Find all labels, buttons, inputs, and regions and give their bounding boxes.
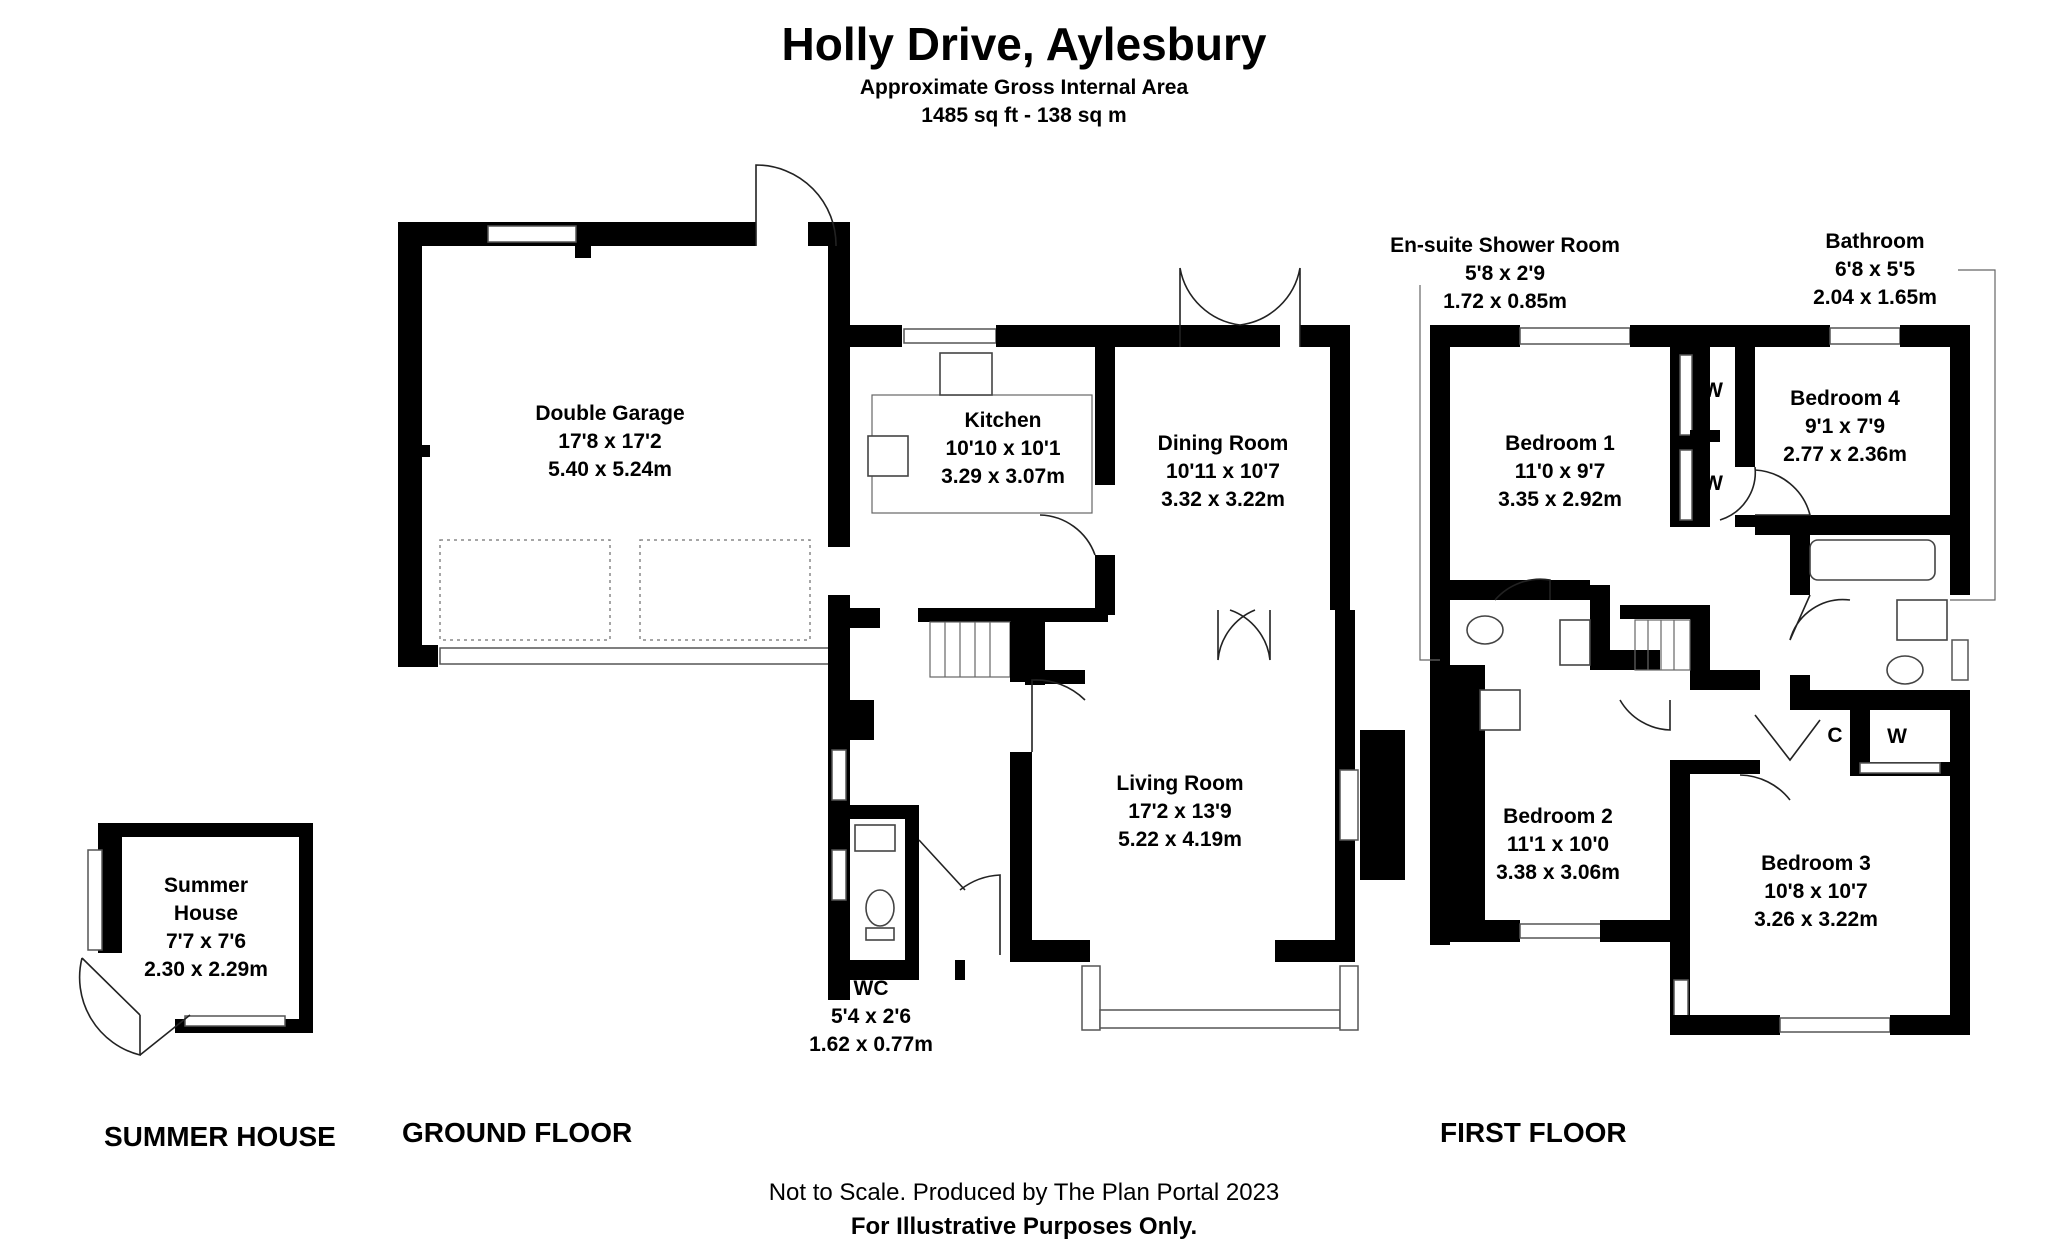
hob-icon — [867, 435, 909, 477]
ensuite-name: En-suite Shower Room — [1390, 234, 1620, 257]
living-room-imperial: 17'2 x 13'9 — [1128, 800, 1231, 823]
footer-credit: Not to Scale. Produced by The Plan Porta… — [769, 1179, 1280, 1206]
bedroom-1-name: Bedroom 1 — [1505, 432, 1615, 455]
double-garage-metric: 5.40 x 5.24m — [548, 458, 672, 481]
wc-imperial: 5'4 x 2'6 — [831, 1005, 911, 1028]
floor-label-summer-house: SUMMER HOUSE — [104, 1121, 336, 1152]
garage-door-icon — [755, 164, 837, 247]
bath-icon — [1809, 539, 1936, 581]
dining-room-imperial: 10'11 x 10'7 — [1166, 460, 1280, 483]
wc-name: WC — [854, 977, 889, 1000]
bathroom-basin-icon — [1896, 599, 1948, 641]
wardrobe-marker-3: W — [1887, 725, 1907, 748]
kitchen-name: Kitchen — [964, 409, 1041, 432]
dining-room-metric: 3.32 x 3.22m — [1161, 488, 1285, 511]
double-garage-name: Double Garage — [535, 402, 684, 425]
area-label: Approximate Gross Internal Area — [860, 76, 1189, 99]
area-value: 1485 sq ft - 138 sq m — [921, 104, 1126, 127]
wc-metric: 1.62 x 0.77m — [809, 1033, 933, 1056]
bathroom-name: Bathroom — [1825, 230, 1924, 253]
summer-house-name-2: House — [174, 902, 238, 925]
ground-floor-plan — [398, 164, 1405, 1031]
living-room-metric: 5.22 x 4.19m — [1118, 828, 1242, 851]
dining-french-doors-icon — [1179, 267, 1301, 347]
bedroom-2-name: Bedroom 2 — [1503, 805, 1613, 828]
shower-icon — [1479, 689, 1521, 731]
wardrobe-marker-2: W — [1703, 472, 1723, 495]
bedroom-2-imperial: 11'1 x 10'0 — [1507, 833, 1609, 856]
bedroom-4-name: Bedroom 4 — [1790, 387, 1900, 410]
plan-title: Holly Drive, Aylesbury — [782, 18, 1267, 70]
bedroom-3-metric: 3.26 x 3.22m — [1754, 908, 1878, 931]
front-door-icon — [959, 874, 1001, 955]
bathroom-leader-line — [1950, 269, 1996, 601]
ensuite-leader-line — [1419, 285, 1440, 661]
bathroom-imperial: 6'8 x 5'5 — [1835, 258, 1915, 281]
floor-label-ground: GROUND FLOOR — [402, 1117, 632, 1148]
cupboard-marker: C — [1827, 724, 1842, 747]
bedroom-4-imperial: 9'1 x 7'9 — [1805, 415, 1885, 438]
summer-house-plan — [78, 823, 313, 1057]
bedroom-4-metric: 2.77 x 2.36m — [1783, 443, 1907, 466]
bedroom-3-imperial: 10'8 x 10'7 — [1764, 880, 1867, 903]
summer-house-metric: 2.30 x 2.29m — [144, 958, 268, 981]
bedroom-3-name: Bedroom 3 — [1761, 852, 1871, 875]
dining-room-name: Dining Room — [1158, 432, 1289, 455]
bathroom-metric: 2.04 x 1.65m — [1813, 286, 1937, 309]
bedroom-1-imperial: 11'0 x 9'7 — [1515, 460, 1606, 483]
kitchen-imperial: 10'10 x 10'1 — [945, 437, 1060, 460]
summer-house-imperial: 7'7 x 7'6 — [166, 930, 246, 953]
wc-basin-icon — [854, 824, 896, 852]
floor-label-first: FIRST FLOOR — [1440, 1117, 1627, 1148]
bedroom-1-metric: 3.35 x 2.92m — [1498, 488, 1622, 511]
living-room-name: Living Room — [1116, 772, 1243, 795]
ensuite-metric: 1.72 x 0.85m — [1443, 290, 1567, 313]
ensuite-toilet-icon — [1466, 615, 1504, 645]
first-floor-plan — [1419, 269, 1996, 1035]
toilet-icon — [865, 889, 895, 927]
bathroom-toilet-icon — [1886, 655, 1924, 685]
wardrobe-marker-1: W — [1703, 379, 1723, 402]
ensuite-basin-icon — [1559, 619, 1591, 666]
double-garage-imperial: 17'8 x 17'2 — [558, 430, 661, 453]
kitchen-metric: 3.29 x 3.07m — [941, 465, 1065, 488]
ensuite-imperial: 5'8 x 2'9 — [1465, 262, 1545, 285]
summer-house-name-1: Summer — [164, 874, 248, 897]
footer-disclaimer: For Illustrative Purposes Only. — [851, 1213, 1197, 1240]
sink-icon — [939, 352, 993, 396]
summer-house-door-icon — [78, 957, 141, 1057]
bedroom-2-metric: 3.38 x 3.06m — [1496, 861, 1620, 884]
